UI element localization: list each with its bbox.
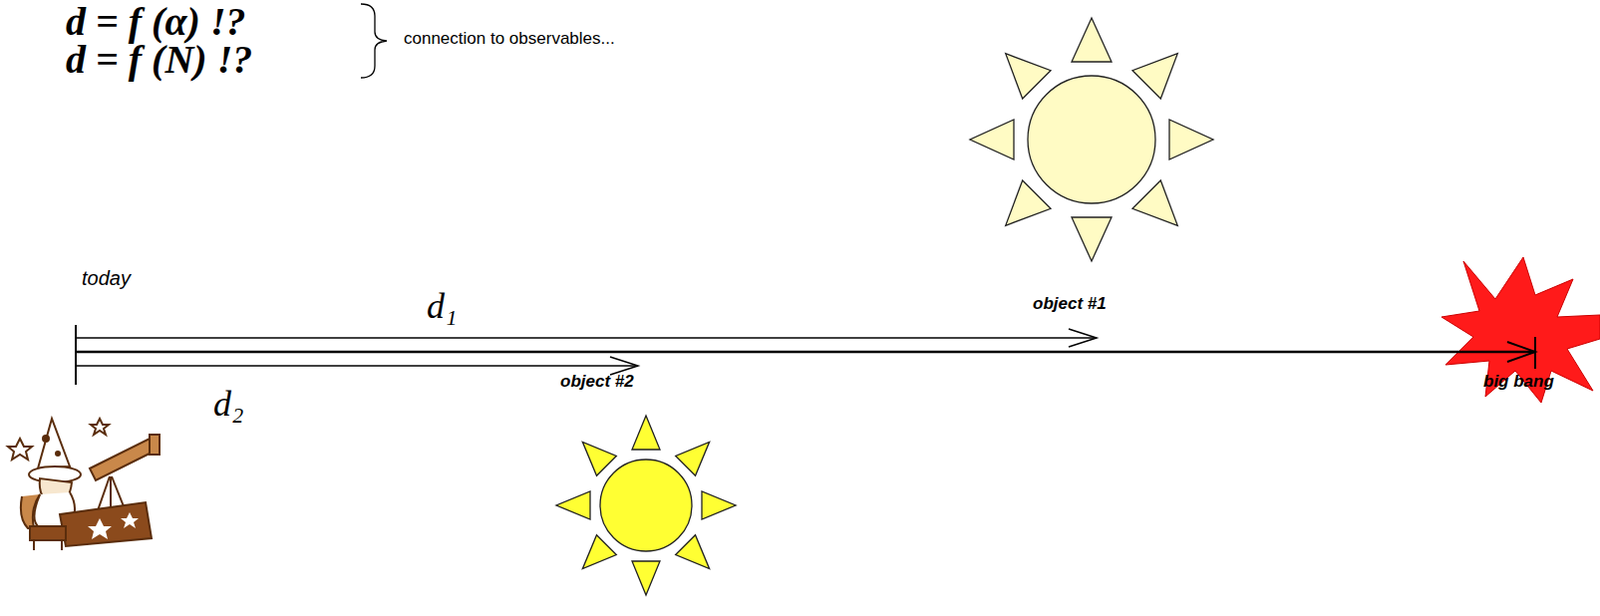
big-bang-explosion — [1441, 257, 1600, 403]
sun-ray — [632, 415, 660, 450]
brace — [360, 3, 387, 78]
sun-object-1 — [969, 17, 1214, 262]
sun-ray — [1132, 53, 1178, 99]
sun-ray — [675, 441, 710, 476]
sun-ray — [1169, 119, 1214, 160]
time-axis — [75, 350, 1536, 354]
object-label: object #1 — [1032, 295, 1107, 315]
distance-label: d₁ — [426, 287, 458, 327]
formula: d = f (N) !? — [65, 37, 253, 82]
axis-arrowhead — [1507, 341, 1536, 362]
sun-ray — [969, 119, 1014, 160]
object-label: big bang — [1483, 372, 1555, 392]
astronomer-illustration — [7, 418, 160, 551]
sun-disc — [1027, 75, 1156, 204]
distance-arrow — [75, 364, 639, 367]
object-label: object #2 — [560, 372, 635, 392]
sun-ray — [1005, 180, 1051, 226]
sun-ray — [1071, 17, 1112, 62]
sun-ray — [582, 441, 617, 476]
sun-ray — [582, 535, 617, 570]
annotation: connection to observables... — [403, 29, 616, 49]
big-bang-tick — [1534, 336, 1537, 369]
sun-ray — [556, 491, 591, 520]
distance-label: d₂ — [213, 384, 245, 425]
distance-arrow — [75, 336, 1097, 339]
sun-ray — [1071, 217, 1112, 262]
sun-ray — [675, 535, 710, 570]
time-label: today — [81, 267, 131, 290]
sun-ray — [632, 561, 660, 596]
sun-ray — [701, 491, 736, 520]
sun-ray — [1005, 53, 1051, 99]
sun-ray — [1132, 180, 1178, 226]
sun-object-2 — [556, 415, 736, 596]
distance-arrowhead — [1068, 328, 1097, 347]
sun-disc — [600, 459, 692, 552]
today-tick — [74, 324, 77, 385]
